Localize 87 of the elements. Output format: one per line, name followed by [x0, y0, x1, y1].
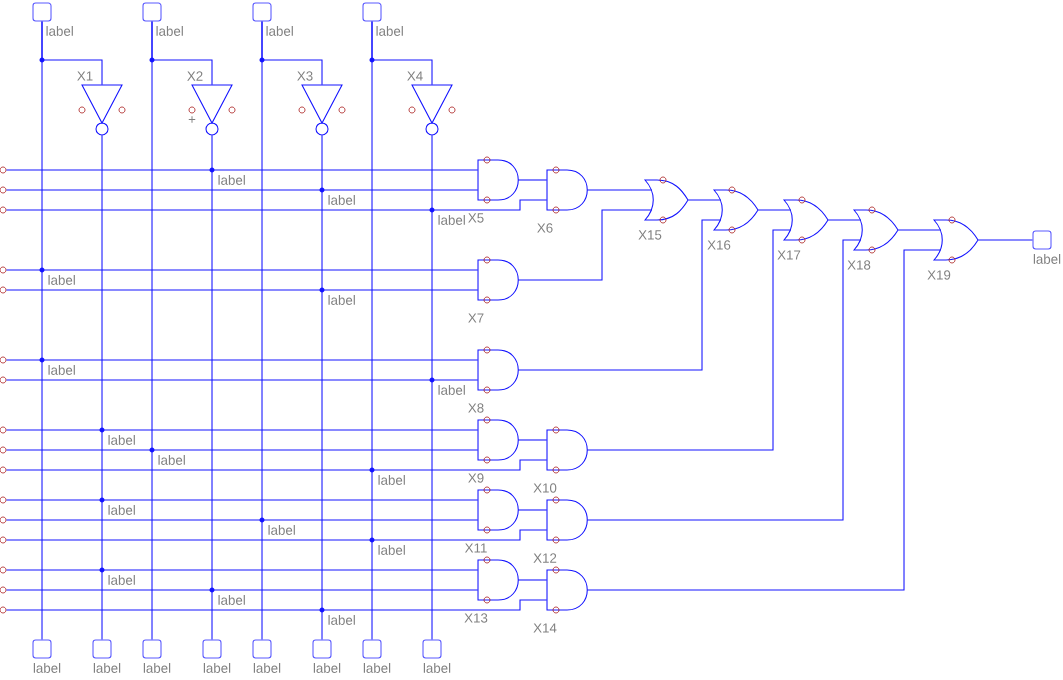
wire — [586, 189, 653, 191]
port-label: label — [156, 26, 183, 36]
gate-label: X16 — [707, 240, 731, 250]
port-label: label — [363, 663, 391, 673]
gate-label: X17 — [777, 250, 801, 260]
gate-label: X12 — [533, 553, 557, 563]
wire — [41, 21, 103, 86]
wire — [211, 134, 213, 640]
wire — [5, 599, 548, 611]
net-label: label — [328, 615, 355, 625]
port-label: label — [46, 26, 73, 36]
net-label: label — [108, 435, 135, 445]
wire — [517, 209, 653, 281]
gate-label: X14 — [533, 623, 557, 633]
net-label: label — [328, 295, 355, 305]
wire — [5, 459, 548, 471]
net-label: label — [158, 455, 185, 465]
port-label: label — [33, 663, 61, 673]
gate-label: X18 — [847, 260, 871, 270]
port-label: label — [313, 663, 341, 673]
wire — [586, 229, 792, 451]
wire — [5, 189, 479, 191]
wire — [517, 439, 548, 441]
wire — [586, 239, 862, 521]
wire — [5, 269, 479, 271]
wire — [517, 179, 548, 181]
wire — [827, 219, 862, 221]
net-label: label — [438, 215, 465, 225]
gate-label: X6 — [537, 223, 553, 233]
net-label: label — [378, 545, 405, 555]
net-label: label — [108, 575, 135, 585]
wire — [5, 589, 479, 591]
wire — [5, 499, 479, 501]
gate-label: X15 — [638, 230, 662, 240]
port-label: label — [423, 663, 451, 673]
port-label: label — [93, 663, 121, 673]
wire — [5, 429, 479, 431]
net-label: label — [438, 385, 465, 395]
gate-label: X5 — [468, 213, 484, 223]
net-label: label — [378, 475, 405, 485]
wire — [5, 169, 479, 171]
gate-label: X9 — [468, 473, 484, 483]
net-label: label — [48, 275, 75, 285]
wire — [371, 21, 433, 86]
wire — [897, 229, 942, 231]
gate-label: X2 — [187, 71, 203, 81]
gate-label: X1 — [77, 71, 93, 81]
port-label: label — [253, 663, 281, 673]
wire — [5, 449, 479, 451]
gate-label: X10 — [533, 483, 557, 493]
wire — [517, 579, 548, 581]
wire — [321, 134, 323, 640]
wire — [586, 249, 942, 591]
wire — [5, 379, 479, 381]
net-label: label — [218, 175, 245, 185]
wire — [977, 239, 1033, 241]
wire — [5, 199, 548, 211]
wire — [151, 21, 213, 86]
wire — [517, 509, 548, 511]
port-label: label — [143, 663, 171, 673]
wire — [687, 199, 722, 201]
gate-label: X8 — [468, 403, 484, 413]
gate-label: X11 — [464, 543, 487, 553]
wire — [5, 529, 548, 541]
port-label: label — [266, 26, 293, 36]
wire — [101, 134, 103, 640]
port-label: label — [203, 663, 231, 673]
wire — [5, 569, 479, 571]
wire — [431, 134, 433, 640]
wire — [261, 21, 323, 86]
gate-label: X7 — [468, 313, 484, 323]
port-label: label — [376, 26, 403, 36]
wire — [5, 519, 479, 521]
gate-label: X19 — [927, 270, 951, 280]
gate-label: X13 — [464, 613, 488, 623]
wire — [517, 219, 722, 371]
net-label: label — [108, 505, 135, 515]
wire — [5, 289, 479, 291]
port-label: label — [1033, 254, 1061, 264]
net-label: label — [268, 525, 295, 535]
wire — [5, 359, 479, 361]
wire — [757, 209, 792, 211]
net-label: label — [328, 195, 355, 205]
net-label: label — [218, 595, 245, 605]
gate-label: X3 — [297, 71, 313, 81]
net-label: label — [48, 365, 75, 375]
gate-label: X4 — [407, 71, 423, 81]
